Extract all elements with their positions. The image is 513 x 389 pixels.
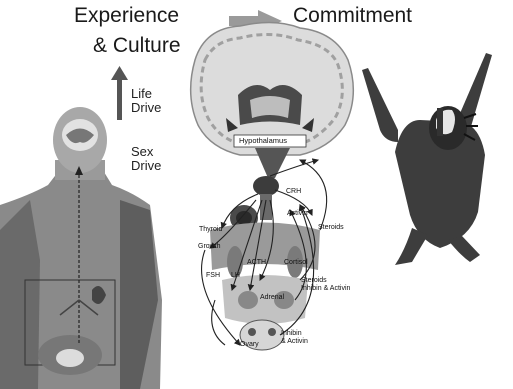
label-adrenal: Adrenal xyxy=(260,294,284,301)
endocrine-organs xyxy=(210,148,320,350)
sex-drive-line2: Drive xyxy=(131,159,161,173)
life-drive-line1: Life xyxy=(131,87,161,101)
sex-drive-label: Sex Drive xyxy=(131,145,161,173)
label-thyroid: Thyroid xyxy=(199,226,222,233)
life-drive-label: Life Drive xyxy=(131,87,161,115)
label-steroids-inhibin-line1: Steroids xyxy=(301,277,327,284)
label-lh: LH xyxy=(231,272,240,279)
label-steroids-inhibin-line2: Inhibin & Activin xyxy=(301,285,350,292)
label-crh: CRH xyxy=(286,188,301,195)
label-inhibin-activin-line2: & Activin xyxy=(281,338,308,345)
label-ovary: Ovary xyxy=(240,341,259,348)
label-steroids: Steroids xyxy=(318,224,344,231)
label-acth: ACTH xyxy=(247,259,266,266)
celebrating-figure xyxy=(362,53,492,265)
heading-experience: Experience xyxy=(74,4,179,28)
label-cortisol: Cortisol xyxy=(284,259,308,266)
label-activin-top: Activin xyxy=(287,210,308,217)
label-growth: Growth xyxy=(198,243,221,250)
sex-drive-line1: Sex xyxy=(131,145,161,159)
heading-commitment: Commitment xyxy=(293,4,412,28)
label-inhibin-activin-line1: Inhibin xyxy=(281,330,302,337)
label-fsh: FSH xyxy=(206,272,220,279)
life-drive-line2: Drive xyxy=(131,101,161,115)
heading-culture: & Culture xyxy=(93,34,181,58)
label-hypothalamus: Hypothalamus xyxy=(239,136,287,145)
